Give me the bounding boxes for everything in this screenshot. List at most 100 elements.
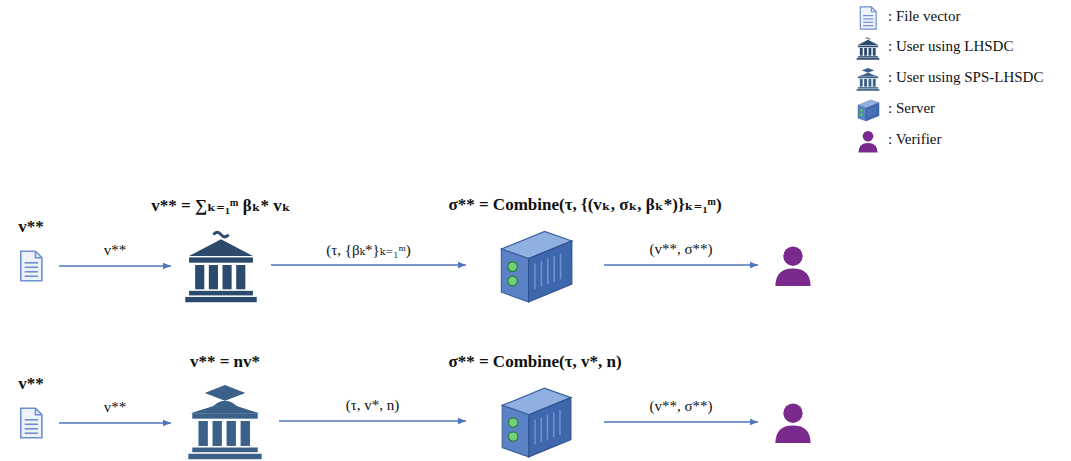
column xyxy=(868,79,871,87)
formula-text: v** = ∑ₖ₌₁ᵐ βₖ* vₖ xyxy=(151,195,290,216)
server-vent xyxy=(553,412,555,437)
formula-text: v** = nv* xyxy=(190,352,260,372)
univ-roof xyxy=(191,402,260,413)
legend-icon xyxy=(856,35,880,61)
legend-icon xyxy=(856,97,880,123)
flow-arrow xyxy=(59,422,171,423)
server-vent xyxy=(559,410,561,435)
column xyxy=(241,421,250,446)
bank-roof xyxy=(858,40,878,45)
edge-label: v** xyxy=(101,399,130,416)
flow-arrow xyxy=(59,265,171,266)
edge-label: (τ, v*, n) xyxy=(343,397,403,414)
document-fold xyxy=(35,408,41,414)
base-step xyxy=(857,58,880,60)
document-line xyxy=(863,18,873,19)
entablature xyxy=(189,257,253,262)
person-node xyxy=(770,400,816,444)
server-node: σ** = Combine(τ, v*, n) xyxy=(478,382,592,460)
server-vent xyxy=(553,256,555,282)
document-line xyxy=(25,432,38,434)
entablature xyxy=(192,413,258,418)
server-light xyxy=(508,276,518,286)
document-line xyxy=(863,25,873,26)
server-vent xyxy=(560,254,562,280)
bank-roof xyxy=(189,239,253,256)
entablature xyxy=(858,77,878,79)
server-front xyxy=(858,105,866,121)
person-icon xyxy=(770,243,816,287)
bank-node: v** = ∑ₖ₌₁ᵐ βₖ* vₖ xyxy=(183,226,259,304)
document-fold xyxy=(35,251,41,257)
base-step xyxy=(189,291,253,296)
server-vent xyxy=(547,415,549,440)
legend-text: : User using SPS-LHSDC xyxy=(888,69,1043,86)
legend-icon xyxy=(856,5,880,31)
server-vent xyxy=(873,107,874,115)
legend-text: : File vector xyxy=(888,8,960,25)
univ-roof xyxy=(857,73,878,76)
document-line xyxy=(25,271,38,273)
column xyxy=(860,48,863,56)
server-side xyxy=(529,398,571,457)
column xyxy=(868,48,871,56)
formula-text: σ** = Combine(τ, {(vₖ, σₖ, βₖ*)}ₖ₌₁ᵐ) xyxy=(448,194,721,215)
flow-arrow xyxy=(279,420,466,421)
person-body xyxy=(858,143,877,153)
file-icon xyxy=(15,247,47,285)
univ-node: v** = nv* xyxy=(183,382,267,460)
bank-flag xyxy=(213,232,228,237)
file-node: v** xyxy=(15,247,47,285)
legend-text: : Server xyxy=(888,100,935,117)
column xyxy=(864,79,867,87)
document-line xyxy=(25,419,38,421)
server-vent xyxy=(871,108,872,116)
formula-text: v** xyxy=(18,217,44,237)
column xyxy=(864,48,867,56)
document-line xyxy=(25,262,38,264)
server-vent xyxy=(540,417,542,442)
column xyxy=(227,421,236,446)
server-icon xyxy=(478,225,592,305)
base-step xyxy=(185,297,256,302)
document-line xyxy=(863,15,873,16)
base-step xyxy=(188,454,261,459)
edge-label: (τ, {βₖ*}ₖ₌₁ᵐ) xyxy=(323,241,413,259)
server-light xyxy=(508,432,517,441)
server-vent xyxy=(869,109,870,117)
univ-icon xyxy=(183,382,267,460)
document-line xyxy=(863,22,873,23)
server-vent xyxy=(868,110,869,118)
server-vent xyxy=(534,419,536,444)
flow-arrow xyxy=(604,421,758,422)
document-line xyxy=(25,423,38,425)
edge-label: (v**, σ**) xyxy=(646,398,715,415)
server-node: σ** = Combine(τ, {(vₖ, σₖ, βₖ*)}ₖ₌₁ᵐ) xyxy=(478,225,592,305)
server-light xyxy=(508,418,517,427)
server-light xyxy=(860,109,863,112)
column xyxy=(209,265,218,289)
server-front xyxy=(502,405,529,456)
base-step xyxy=(858,87,878,88)
document-line xyxy=(25,266,38,268)
document-outline xyxy=(21,251,42,280)
column xyxy=(236,265,245,289)
cap-top xyxy=(862,68,874,73)
server-side xyxy=(529,241,572,302)
base-step xyxy=(858,56,878,57)
formula-text: σ** = Combine(τ, v*, n) xyxy=(448,352,621,372)
column xyxy=(198,421,207,446)
document-line xyxy=(25,275,38,277)
legend-icon xyxy=(856,66,880,92)
flow-arrow xyxy=(271,264,466,265)
server-vent xyxy=(534,263,536,289)
column xyxy=(873,48,876,56)
server-front xyxy=(501,249,528,302)
column xyxy=(873,79,876,87)
cap-top xyxy=(205,385,246,401)
flow-arrow xyxy=(604,264,758,265)
person-head xyxy=(863,131,874,142)
legend-icon xyxy=(856,128,880,154)
person-icon xyxy=(770,400,816,444)
